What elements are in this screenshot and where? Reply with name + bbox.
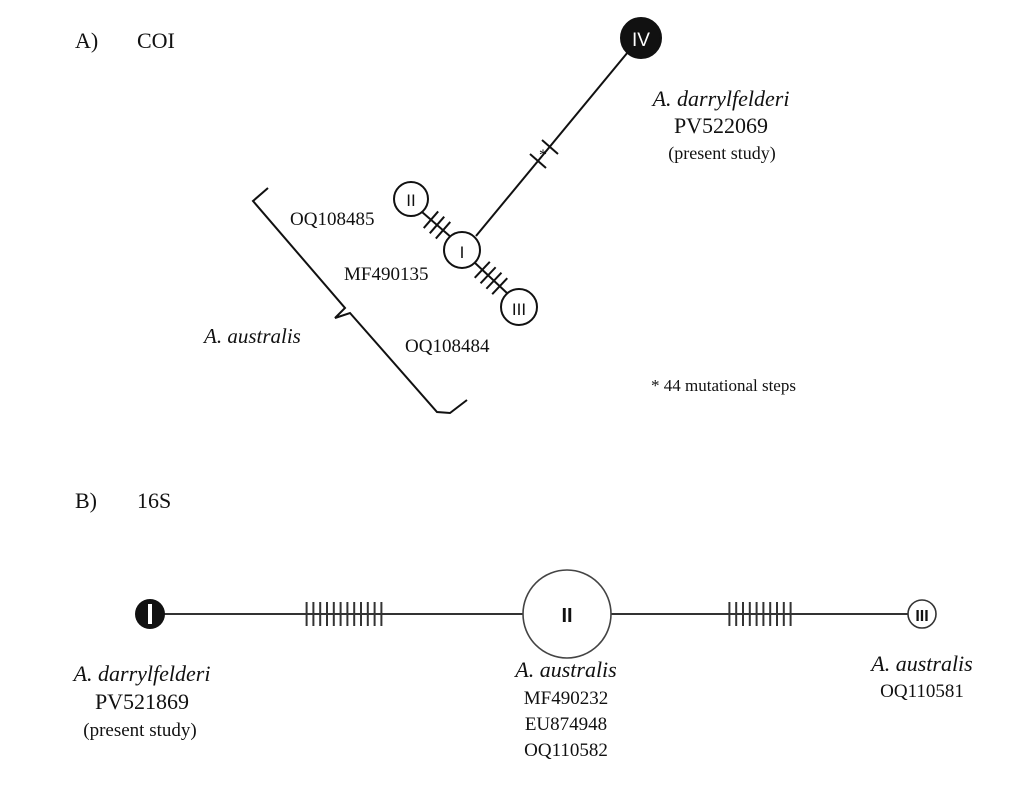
16s-accession-i: PV521869 [95,689,189,714]
coi-accession-i: MF490135 [344,264,428,285]
panel-b-marker: 16S [137,488,171,513]
mutation-tick [473,261,491,279]
coi-note-iv: (present study) [668,143,775,164]
node-label: II [406,191,415,210]
edge-coi-i-iv [475,51,629,237]
node-label: III [915,608,928,625]
node-label: III [512,300,526,319]
mutation-tick [429,216,445,234]
16s-note-i: (present study) [83,720,196,741]
16s-accession-ii-1: MF490232 [524,688,608,709]
break-tick [529,153,547,169]
coi-node-ii: II [393,181,429,217]
mutation-tick [479,266,497,284]
mutation-tick [485,272,503,290]
node-label: II [561,605,572,627]
16s-species-i: A. darrylfelderi [72,661,211,686]
mutation-tick [435,221,452,240]
coi-footnote: * 44 mutational steps [651,376,796,395]
16s-mutation-ticks [305,602,792,626]
panel-a-marker: COI [137,28,175,53]
node-glyph-i [148,604,152,624]
coi-species-iv: A. darrylfelderi [651,86,790,111]
16s-node-iii: III [907,599,937,629]
mutation-tick [491,277,509,295]
coi-mutation-ticks [422,210,509,295]
break-asterisk: * [539,147,547,164]
16s-accession-ii-2: EU874948 [525,714,607,735]
16s-species-iii: A. australis [869,651,972,676]
16s-node-i [135,599,165,629]
edge-coi-i-iii [473,261,509,295]
panel-a-letter: A) [75,28,98,53]
coi-accession-iii: OQ108484 [405,336,490,357]
16s-node-ii: II [522,569,612,659]
mutation-tick [422,210,439,229]
coi-accession-iv: PV522069 [674,113,768,138]
coi-accession-ii: OQ108485 [290,209,374,230]
16s-accession-ii-3: OQ110582 [524,740,608,761]
16s-accession-iii: OQ110581 [880,681,964,702]
coi-node-iii: III [500,288,538,326]
break-tick [541,139,559,155]
node-label: I [460,243,465,262]
australis-group-bracket [251,187,468,415]
node-label: IV [632,30,650,51]
coi-break-mark [529,139,559,169]
coi-node-iv: IV [620,17,662,59]
panel-b-letter: B) [75,488,97,513]
16s-species-ii: A. australis [513,657,616,682]
coi-node-i: I [443,231,481,269]
coi-group-label: A. australis [202,324,301,348]
